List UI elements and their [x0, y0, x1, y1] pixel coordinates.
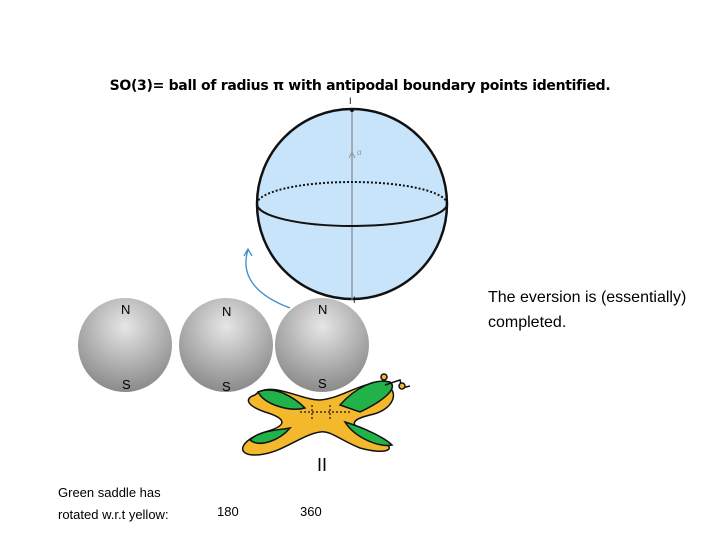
- caption-line-2: rotated w.r.t yellow:: [58, 507, 169, 522]
- ball-3: [275, 298, 369, 392]
- slide-title: SO(3)= ball of radius π with antipodal b…: [109, 78, 611, 94]
- ball-2-south: S: [222, 379, 231, 394]
- rotation-value-180: 180: [217, 504, 239, 519]
- ball-2-north: N: [222, 304, 232, 319]
- caption-line-1: Green saddle has: [58, 485, 161, 500]
- eversion-note: The eversion is (essentially) completed.: [488, 289, 687, 331]
- ball-1-south: S: [122, 377, 131, 392]
- ball-2: [179, 298, 273, 392]
- saddle-figure: [242, 373, 411, 456]
- so3-sphere: [255, 107, 449, 301]
- ball-1-north: N: [121, 302, 131, 317]
- ball-3-south: S: [318, 376, 327, 391]
- sphere-bottom-label: I: [353, 295, 356, 305]
- ball-3-north: N: [318, 302, 328, 317]
- axis-alpha-label: α: [357, 148, 362, 157]
- equals-sign: II: [317, 455, 328, 475]
- ball-1: [78, 298, 172, 392]
- rotation-value-360: 360: [300, 504, 322, 519]
- sphere-top-label: I: [349, 96, 352, 106]
- rotation-arrow: [245, 249, 291, 309]
- caption: Green saddle has rotated w.r.t yellow:: [58, 482, 169, 526]
